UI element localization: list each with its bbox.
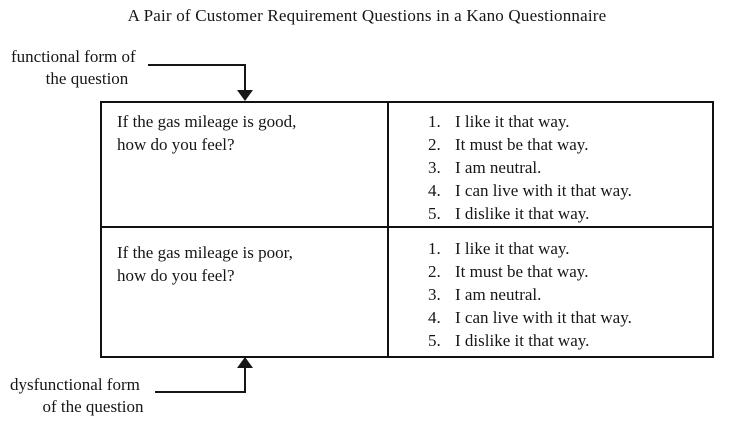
functional-question-line2: how do you feel?	[117, 135, 235, 154]
list-item: 5. I dislike it that way.	[428, 329, 712, 352]
option-number: 5.	[428, 204, 441, 223]
dysfunctional-question-line1: If the gas mileage is poor,	[117, 243, 293, 262]
functional-form-label-line2: the question	[45, 69, 129, 88]
dysfunctional-form-label: dysfunctional form of the question	[10, 374, 176, 418]
option-number: 2.	[428, 135, 441, 154]
option-number: 2.	[428, 262, 441, 281]
option-number: 4.	[428, 308, 441, 327]
functional-connector-vertical-line	[244, 64, 246, 91]
list-item: 2. It must be that way.	[428, 133, 712, 156]
option-text: I dislike it that way.	[455, 331, 590, 350]
list-item: 3. I am neutral.	[428, 156, 712, 179]
option-text: I dislike it that way.	[455, 204, 590, 223]
dysfunctional-connector-vertical-line	[244, 367, 246, 393]
dysfunctional-connector-horizontal-line	[155, 391, 246, 393]
list-item: 1. I like it that way.	[428, 110, 712, 133]
functional-form-label: functional form of the question	[11, 46, 163, 90]
dysfunctional-options-cell: 1. I like it that way. 2. It must be tha…	[389, 228, 712, 356]
option-text: I can live with it that way.	[455, 181, 632, 200]
option-text: It must be that way.	[455, 135, 589, 154]
option-text: I am neutral.	[455, 285, 542, 304]
list-item: 1. I like it that way.	[428, 237, 712, 260]
option-number: 1.	[428, 112, 441, 131]
arrow-down-icon	[237, 90, 253, 101]
option-number: 5.	[428, 331, 441, 350]
arrow-up-icon	[237, 357, 253, 368]
option-number: 4.	[428, 181, 441, 200]
functional-options-cell: 1. I like it that way. 2. It must be tha…	[389, 103, 712, 228]
option-number: 3.	[428, 158, 441, 177]
list-item: 4. I can live with it that way.	[428, 179, 712, 202]
figure-title: A Pair of Customer Requirement Questions…	[127, 6, 607, 25]
functional-question-cell: If the gas mileage is good, how do you f…	[102, 103, 389, 228]
kano-question-table: If the gas mileage is good, how do you f…	[100, 101, 714, 358]
option-text: I like it that way.	[455, 112, 570, 131]
functional-question-line1: If the gas mileage is good,	[117, 112, 297, 131]
option-number: 1.	[428, 239, 441, 258]
dysfunctional-form-label-line1: dysfunctional form	[10, 375, 140, 394]
option-text: I am neutral.	[455, 158, 542, 177]
dysfunctional-question-cell: If the gas mileage is poor, how do you f…	[102, 228, 389, 356]
dysfunctional-form-label-line2: of the question	[42, 397, 144, 416]
functional-form-label-line1: functional form of	[11, 47, 136, 66]
list-item: 2. It must be that way.	[428, 260, 712, 283]
option-number: 3.	[428, 285, 441, 304]
option-text: I like it that way.	[455, 239, 570, 258]
dysfunctional-question-line2: how do you feel?	[117, 266, 235, 285]
functional-connector-horizontal-line	[148, 64, 246, 66]
list-item: 4. I can live with it that way.	[428, 306, 712, 329]
option-text: I can live with it that way.	[455, 308, 632, 327]
list-item: 3. I am neutral.	[428, 283, 712, 306]
list-item: 5. I dislike it that way.	[428, 202, 712, 225]
option-text: It must be that way.	[455, 262, 589, 281]
